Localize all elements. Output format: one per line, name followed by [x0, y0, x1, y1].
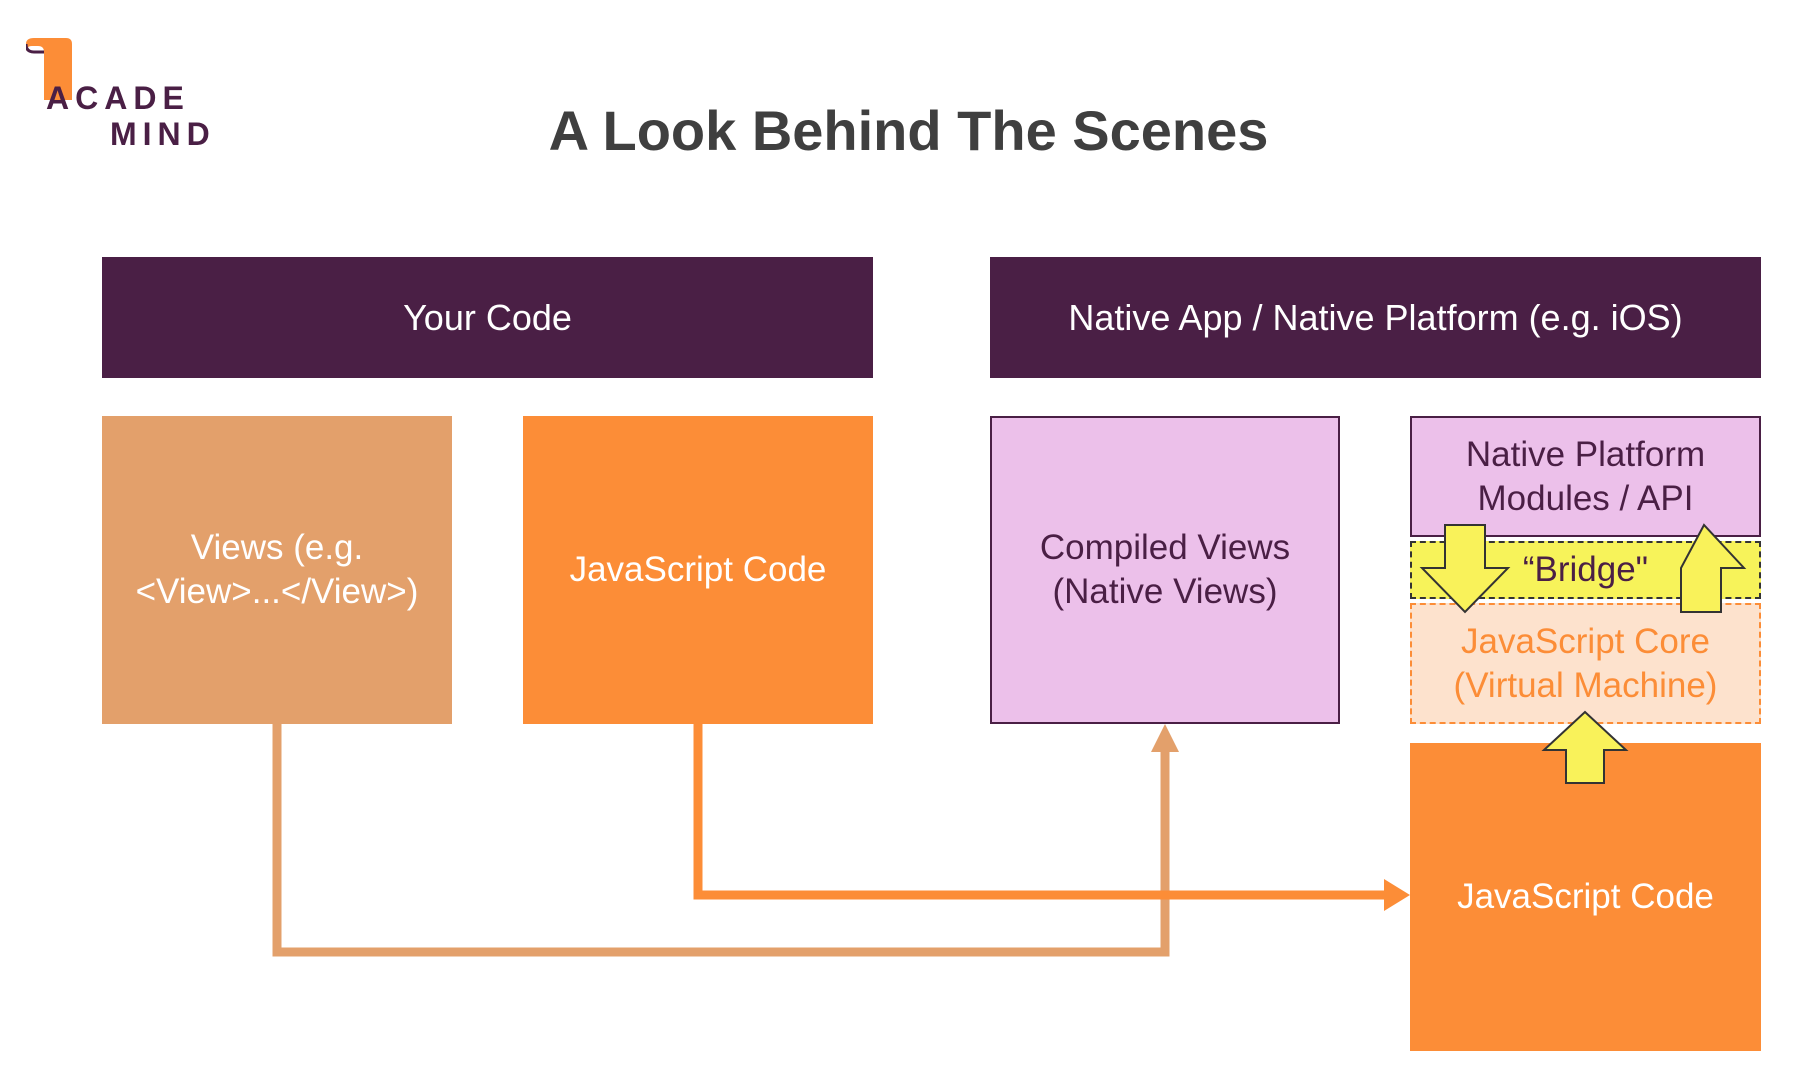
views-to-compiled-arrowhead — [1151, 724, 1179, 752]
compiled-views-box: Compiled Views (Native Views) — [990, 416, 1340, 724]
javascript-core-box: JavaScript Core (Virtual Machine) — [1410, 603, 1761, 724]
your-code-header: Your Code — [102, 257, 873, 378]
native-javascript-code-box: JavaScript Code — [1410, 743, 1761, 1051]
javascript-code-box: JavaScript Code — [523, 416, 873, 724]
page-title: A Look Behind The Scenes — [548, 98, 1269, 162]
native-platform-header: Native App / Native Platform (e.g. iOS) — [990, 257, 1761, 378]
academind-logo: ACADE MIND — [22, 36, 222, 156]
bridge-up-arrow — [1680, 523, 1747, 613]
js-to-native-js-connector — [693, 724, 1392, 900]
js-to-native-js-arrowhead — [1384, 879, 1410, 911]
views-to-compiled-connector — [272, 724, 1170, 957]
native-js-to-core-arrow — [1541, 710, 1629, 784]
native-modules-box: Native Platform Modules / API — [1410, 416, 1761, 537]
logo-ribbon-icon — [26, 38, 72, 100]
views-box: Views (e.g. <View>...</View>) — [102, 416, 452, 724]
logo-text-line2: MIND — [110, 116, 216, 152]
logo-text-line1: ACADE — [46, 80, 190, 116]
bridge-down-arrow — [1419, 524, 1511, 614]
